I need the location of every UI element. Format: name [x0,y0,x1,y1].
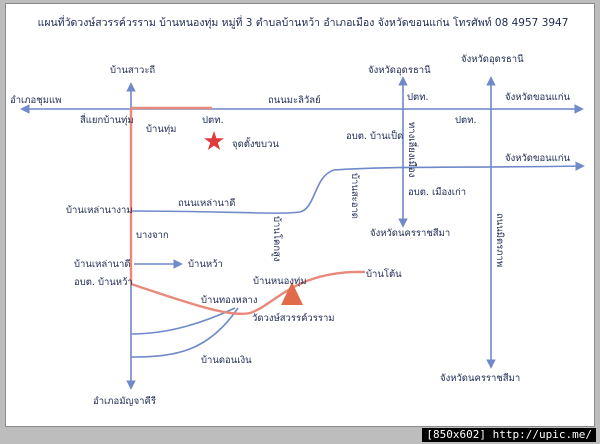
label-start-point: จุดตั้งขบวน [232,137,279,150]
label-pt-2: ปตท. [202,115,223,126]
label-chang-korat-2: จังหวัดนครราชสีมา [440,372,520,384]
label-mittraphap-2: ถนนมิตรภาพ [494,213,505,267]
label-ban-lao-nangam: บ้านเหล่านางาม [66,205,133,216]
label-chang-khonkaen-1: จังหวัดขอนแก่น [505,92,571,103]
map-labels: บ้านสาวะถี จังหวัดอุดรธานี จังหวัดอุดรธา… [10,53,571,407]
label-ban-thum: บ้านทุ่ม [146,124,176,135]
route [129,106,366,315]
label-amphoe-chumphae: อำเภอชุมแพ [10,95,61,106]
label-obt-muang-kao: อบต. เมืองเก่า [408,187,466,198]
label-ban-lao-na-di: บ้านเหล่านาดี [74,258,131,270]
label-obt-ban-wa: อบต. บ้านหว้า [74,277,133,288]
label-chang-korat-1: จังหวัดนครราชสีมา [370,227,450,239]
label-sieng-ban-thum: สี่แยกบ้านทุ่ม [80,113,134,126]
label-mittraphap-road: ถนนมะลิวัลย์ [268,94,321,106]
label-bang-chak: บางจาก [136,230,169,241]
label-ban-sawathi: บ้านสาวะถี [110,64,155,76]
star-icon [204,131,224,150]
label-lao-na-di-road: ถนนเหล่านาดี [178,197,235,209]
temple-triangle-icon [281,282,303,305]
label-pt-3: ปตท. [455,115,476,126]
label-ban-sa-thong: บ้านสะอาด [349,173,360,219]
label-obt-ban-ped: อบต. บ้านเป็ด [346,129,403,142]
label-pt-1: ปตท. [407,92,428,103]
label-ban-don-ngoen: บ้านดอนเงิน [201,355,252,366]
label-ban-ton: บ้านโต้น [366,268,402,280]
label-ban-thong-lang: บ้านทองหลาง [201,295,258,306]
label-ban-wa: บ้านหว้า [188,259,223,270]
label-ban-khok-sung: บ้านโคกสูง [271,216,283,262]
map-title: แผนที่วัดวงษ์สวรรค์วรราม บ้านหนองทุ่ม หม… [38,15,569,29]
branch-road-2 [130,307,239,358]
map-frame [6,4,594,426]
route-curve-segment [130,270,366,315]
label-ban-nong-thum: บ้านหนองทุ่ม [253,276,306,287]
label-chang-udon-1: จังหวัดอุดรธานี [368,64,431,76]
label-amphoe-manchakhiri: อำเภอมัญจาคีรี [93,395,156,407]
label-chang-udon-2: จังหวัดอุดรธานี [461,53,524,65]
label-bypass-road: ทางเลี่ยงเมือง [406,122,419,177]
label-chang-khonkaen-2: จังหวัดขอนแก่น [505,153,571,164]
watermark-link[interactable]: [850x602] http://upic.me/ [422,428,596,442]
lao-na-di-road-line [130,161,585,214]
label-wat-name: วัดวงษ์สวรรค์วรราม [252,312,335,324]
